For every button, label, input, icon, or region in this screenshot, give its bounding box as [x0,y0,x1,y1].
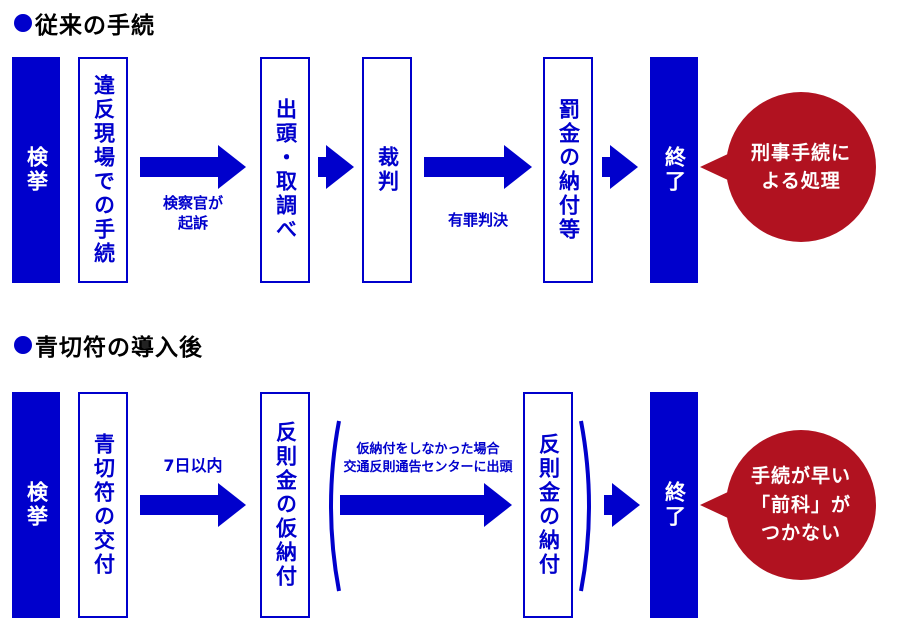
arrow-head [484,483,512,527]
arrow-label-line: 検察官が [162,194,223,212]
arrow-label-line: 起訴 [177,214,208,233]
flow2-box-arrest-label: 検挙 [24,481,49,529]
section2-title: 青切符の導入後 [14,328,203,362]
flow1-box-onsite-procedure-label: 違反現場での手続 [91,74,116,266]
flow2-box-provisional-payment: 反則金の仮納付 [260,392,310,618]
arrow-shaft [318,157,326,177]
arrow-head [504,145,532,189]
right-paren-icon [579,420,591,592]
flow1-box-end-label: 終了 [662,146,687,194]
section1-title: 従来の手続 [14,6,155,40]
flow1-box-fine-payment: 罰金の納付等 [543,57,593,283]
flow2-arrow1-label: 7日以内 [140,455,246,477]
bullet-icon [14,14,32,32]
bubble-line: よる処理 [761,170,841,192]
arrow-label-line: 仮納付をしなかった場合 [356,442,500,457]
arrow-shaft [140,157,218,177]
bubble-line: 刑事手続に [750,141,851,164]
flow2-bubble: 手続が早い 「前科」が つかない [726,430,876,580]
flow2-box-provisional-payment-label: 反則金の仮納付 [273,421,298,589]
arrow-shaft [602,157,610,177]
section2-title-text: 青切符の導入後 [35,335,203,361]
arrow-head [218,483,246,527]
flow1-box-arrest-label: 検挙 [24,146,49,194]
flow1-arrow-small-1 [318,145,354,189]
flow2-box-blue-ticket-issue: 青切符の交付 [78,392,128,618]
flow2-arrow2-label: 仮納付をしなかった場合 交通反則通告センターに出頭 [330,441,526,476]
flow1-bubble: 刑事手続に よる処理 [726,92,876,242]
section1-title-text: 従来の手続 [35,13,155,39]
arrow-shaft [140,495,218,515]
left-paren-icon [329,420,341,592]
flow2-bubble-tail [700,491,730,519]
flow1-box-fine-payment-label: 罰金の納付等 [556,98,581,242]
flow2-box-arrest: 検挙 [12,392,60,618]
bubble-line: 「前科」が [750,493,851,516]
arrow-label-line: 7日以内 [163,456,223,475]
arrow-head [612,483,640,527]
arrow-shaft [424,157,504,177]
flow2-arrow-1 [140,483,246,527]
flow2-box-blue-ticket-issue-label: 青切符の交付 [91,433,116,577]
arrow-head [218,145,246,189]
flow2-box-end-label: 終了 [662,481,687,529]
arrow-shaft [340,495,484,515]
flow1-bubble-tail [700,153,730,181]
flow1-box-trial-label: 裁判 [375,146,400,194]
arrow-head [326,145,354,189]
flow2-arrow-2 [340,483,512,527]
flow1-arrow-1 [140,145,246,189]
flow1-box-appearance-interrogation-label: 出頭・取調べ [273,98,298,242]
flow2-box-end: 終了 [650,392,698,618]
flow1-arrow2-label: 有罪判決 [424,210,532,230]
flow1-box-trial: 裁判 [362,57,412,283]
flow2-arrow-small [604,483,640,527]
flow1-box-appearance-interrogation: 出頭・取調べ [260,57,310,283]
bullet-icon [14,336,32,354]
bubble-line: 手続が早い [750,465,851,488]
bubble-line: つかない [760,522,841,545]
flow1-arrow-2 [424,145,532,189]
flow1-arrow1-label: 検察官が 起訴 [128,193,258,234]
flow1-box-end: 終了 [650,57,698,283]
arrow-head [610,145,638,189]
flow2-box-payment-label: 反則金の納付 [536,433,561,577]
flow2-box-payment: 反則金の納付 [523,392,573,618]
arrow-shaft [604,495,612,515]
flow1-box-arrest: 検挙 [12,57,60,283]
arrow-label-line: 交通反則通告センターに出頭 [343,459,513,475]
flow1-box-onsite-procedure: 違反現場での手続 [78,57,128,283]
arrow-label-line: 有罪判決 [447,211,508,229]
flow1-arrow-small-2 [602,145,638,189]
